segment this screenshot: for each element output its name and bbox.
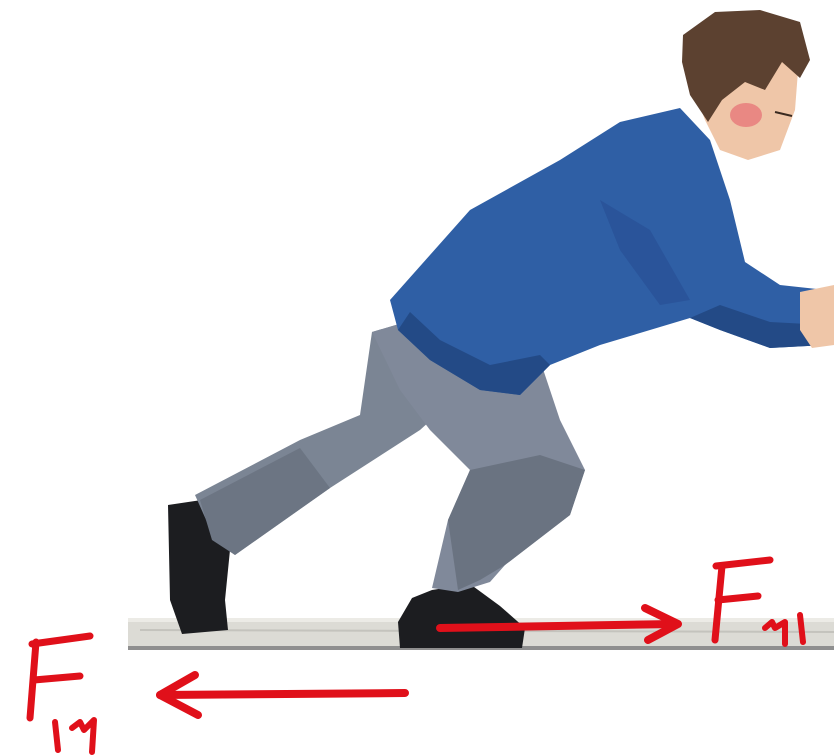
force-left-arrow <box>160 693 405 695</box>
front-shoe <box>398 584 525 648</box>
force-left-annotation <box>30 636 405 752</box>
force-right-arrow <box>440 624 675 628</box>
